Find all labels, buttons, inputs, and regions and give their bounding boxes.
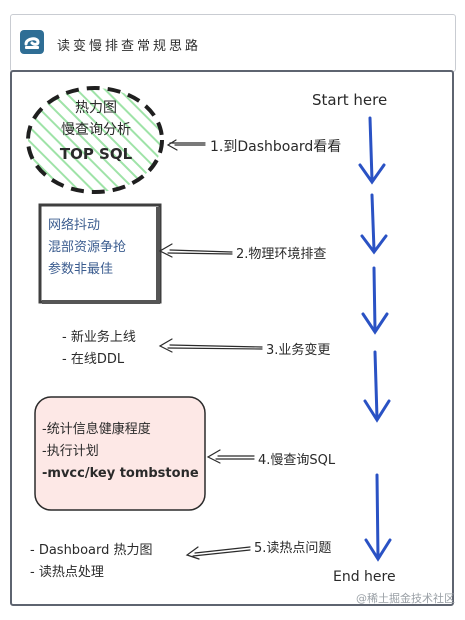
dashboard-line-2: 慢查询分析 [61,122,131,138]
business-line-1: - 新业务上线 [62,330,136,345]
diagram-frame [10,70,454,606]
sql-line-2: -执行计划 [42,444,99,459]
dashboard-bubble [26,86,164,194]
physical-line-1: 网络抖动 [48,218,101,233]
step-4-label: 4.慢查询SQL [258,453,336,468]
physical-line-3: 参数非最佳 [48,262,114,277]
diagram-header: 读变慢排查常规思路 [10,14,456,72]
main-flow-arrows [358,116,392,562]
sql-line-3: -mvcc/key tombstone [42,466,199,481]
step-arrows [158,139,263,560]
brand-logo-icon [20,30,44,54]
end-label: End here [333,569,396,585]
watermark: @稀土掘金技术社区 [356,592,455,605]
diagram-title: 读变慢排查常规思路 [57,39,202,54]
start-label: Start here [312,91,388,109]
hotspot-line-2: - 读热点处理 [30,565,104,580]
physical-box [38,203,162,304]
physical-line-2: 混部资源争抢 [48,240,127,255]
step-5-label: 5.读热点问题 [254,541,332,556]
step-3-label: 3.业务变更 [266,343,331,358]
business-line-2: - 在线DDL [62,352,125,367]
step-1-label: 1.到Dashboard看看 [210,139,342,155]
sql-box [34,396,206,511]
hotspot-line-1: - Dashboard 热力图 [30,543,153,558]
sql-line-1: -统计信息健康程度 [42,422,151,437]
dashboard-line-3: TOP SQL [59,145,133,163]
step-2-label: 2.物理环境排查 [236,247,327,262]
dashboard-line-1: 热力图 [75,100,117,116]
